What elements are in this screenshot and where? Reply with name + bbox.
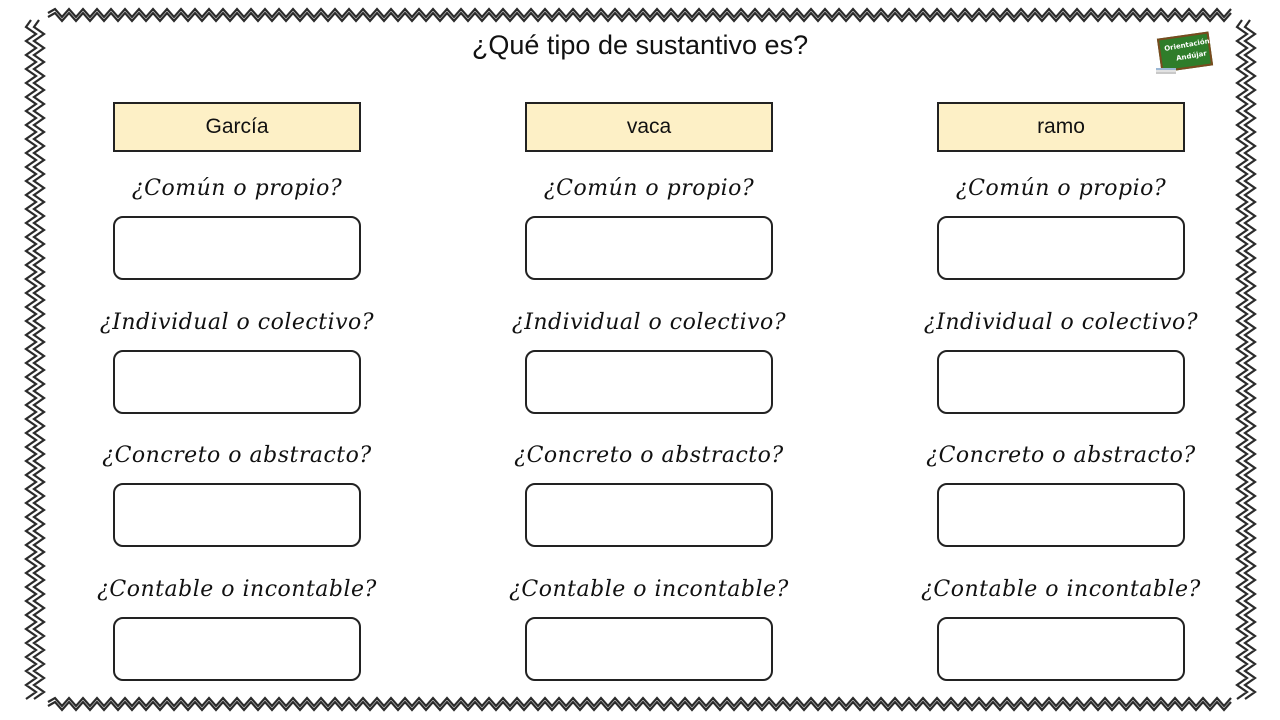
answer-box[interactable] [937, 216, 1185, 280]
answer-box[interactable] [525, 216, 773, 280]
zigzag-border-line [47, 7, 1232, 19]
question-label: ¿Contable o incontable? [509, 577, 789, 602]
answer-box[interactable] [525, 350, 773, 414]
question-label: ¿Común o propio? [131, 176, 343, 201]
page-title: ¿Qué tipo de sustantivo es? [471, 30, 809, 60]
answer-box[interactable] [937, 483, 1185, 547]
zigzag-border-line [24, 19, 38, 700]
question-label: ¿Contable o incontable? [97, 577, 377, 602]
word-box: ramo [937, 102, 1185, 152]
question-label: ¿Contable o incontable? [921, 577, 1201, 602]
answer-box[interactable] [113, 483, 361, 547]
answer-box[interactable] [937, 350, 1185, 414]
zigzag-border-line [47, 700, 1232, 712]
zigzag-border-line [1235, 19, 1249, 700]
word-box: vaca [525, 102, 773, 152]
question-label: ¿Concreto o abstracto? [102, 443, 372, 468]
question-label: ¿Individual o colectivo? [923, 310, 1199, 335]
books-icon [1156, 68, 1176, 74]
zigzag-border-line [47, 11, 1232, 23]
answer-box[interactable] [525, 617, 773, 681]
word-box: García [113, 102, 361, 152]
question-label: ¿Concreto o abstracto? [514, 443, 784, 468]
question-label: ¿Individual o colectivo? [511, 310, 787, 335]
zigzag-border-line [32, 19, 46, 700]
answer-box[interactable] [937, 617, 1185, 681]
zigzag-border-line [47, 696, 1232, 708]
answer-box[interactable] [525, 483, 773, 547]
question-label: ¿Común o propio? [955, 176, 1167, 201]
zigzag-border-line [1243, 19, 1257, 700]
answer-box[interactable] [113, 350, 361, 414]
answer-box[interactable] [113, 216, 361, 280]
orientacion-andujar-logo: Orientación Andújar [1156, 31, 1214, 75]
question-label: ¿Concreto o abstracto? [926, 443, 1196, 468]
question-label: ¿Individual o colectivo? [99, 310, 375, 335]
question-label: ¿Común o propio? [543, 176, 755, 201]
answer-box[interactable] [113, 617, 361, 681]
